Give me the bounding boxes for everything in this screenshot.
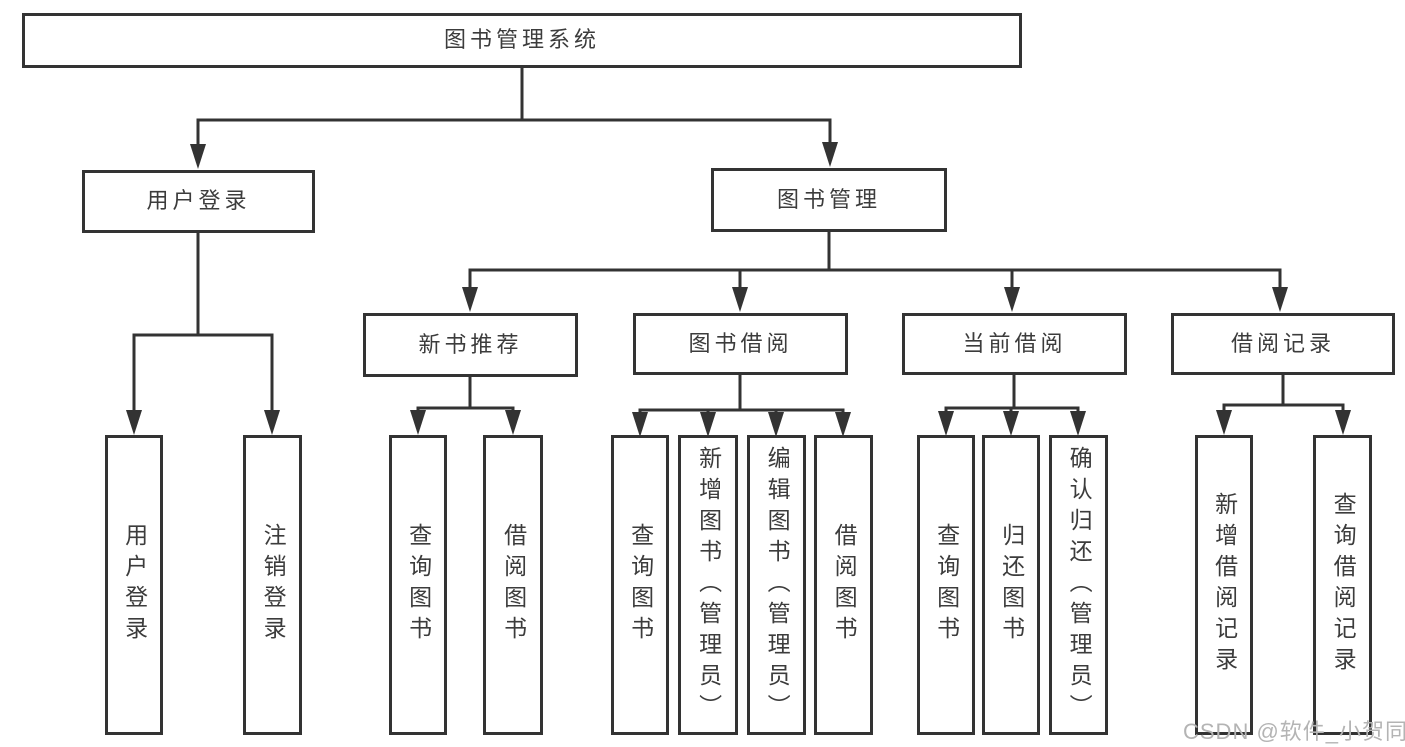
node-current-borrowing: 当前借阅 [902, 313, 1127, 375]
node-book-management: 图书管理 [711, 168, 947, 232]
leaf-edit-books-admin: 编辑图书（管理员） [747, 435, 806, 735]
node-label: 新书推荐 [418, 331, 523, 357]
node-label: 当前借阅 [962, 330, 1067, 356]
leaf-query-books: 查询图书 [389, 435, 447, 735]
leaf-query-books: 查询图书 [611, 435, 669, 735]
leaf-borrow-books: 借阅图书 [814, 435, 873, 735]
leaf-label: 编辑图书（管理员） [764, 445, 791, 725]
leaf-add-borrow-record: 新增借阅记录 [1195, 435, 1253, 735]
leaf-query-books: 查询图书 [917, 435, 975, 735]
leaf-label: 新增借阅记录 [1211, 492, 1238, 678]
leaf-label: 确认归还（管理员） [1066, 445, 1093, 725]
leaf-label: 新增图书（管理员） [695, 445, 722, 725]
leaf-label: 查询借阅记录 [1330, 492, 1357, 678]
arrowheads [126, 142, 1351, 437]
node-user-login: 用户登录 [82, 170, 315, 233]
leaf-label: 用户登录 [121, 523, 148, 647]
leaf-label: 借阅图书 [500, 523, 527, 647]
node-label: 图书管理 [776, 186, 881, 212]
leaf-user-login: 用户登录 [105, 435, 163, 735]
node-label: 用户登录 [146, 188, 251, 214]
leaf-label: 查询图书 [405, 523, 432, 647]
leaf-label: 查询图书 [933, 523, 960, 647]
leaf-label: 查询图书 [627, 523, 654, 647]
leaf-query-borrow-record: 查询借阅记录 [1313, 435, 1372, 735]
node-library-management-system: 图书管理系统 [22, 13, 1022, 68]
leaf-return-books: 归还图书 [982, 435, 1040, 735]
node-label: 图书管理系统 [443, 27, 600, 53]
leaf-logout: 注销登录 [243, 435, 302, 735]
leaf-add-books-admin: 新增图书（管理员） [678, 435, 738, 735]
node-borrowing-records: 借阅记录 [1171, 313, 1395, 375]
node-new-book-recommendation: 新书推荐 [363, 313, 578, 377]
node-label: 图书借阅 [688, 330, 793, 356]
leaf-label: 归还图书 [998, 523, 1025, 647]
leaf-confirm-return-admin: 确认归还（管理员） [1049, 435, 1108, 735]
leaf-borrow-books: 借阅图书 [483, 435, 543, 735]
node-label: 借阅记录 [1230, 330, 1335, 356]
leaf-label: 注销登录 [260, 523, 287, 647]
leaf-label: 借阅图书 [831, 523, 858, 647]
node-book-borrowing: 图书借阅 [633, 313, 848, 375]
watermark: CSDN @软件_小贺同学 [1183, 719, 1405, 744]
